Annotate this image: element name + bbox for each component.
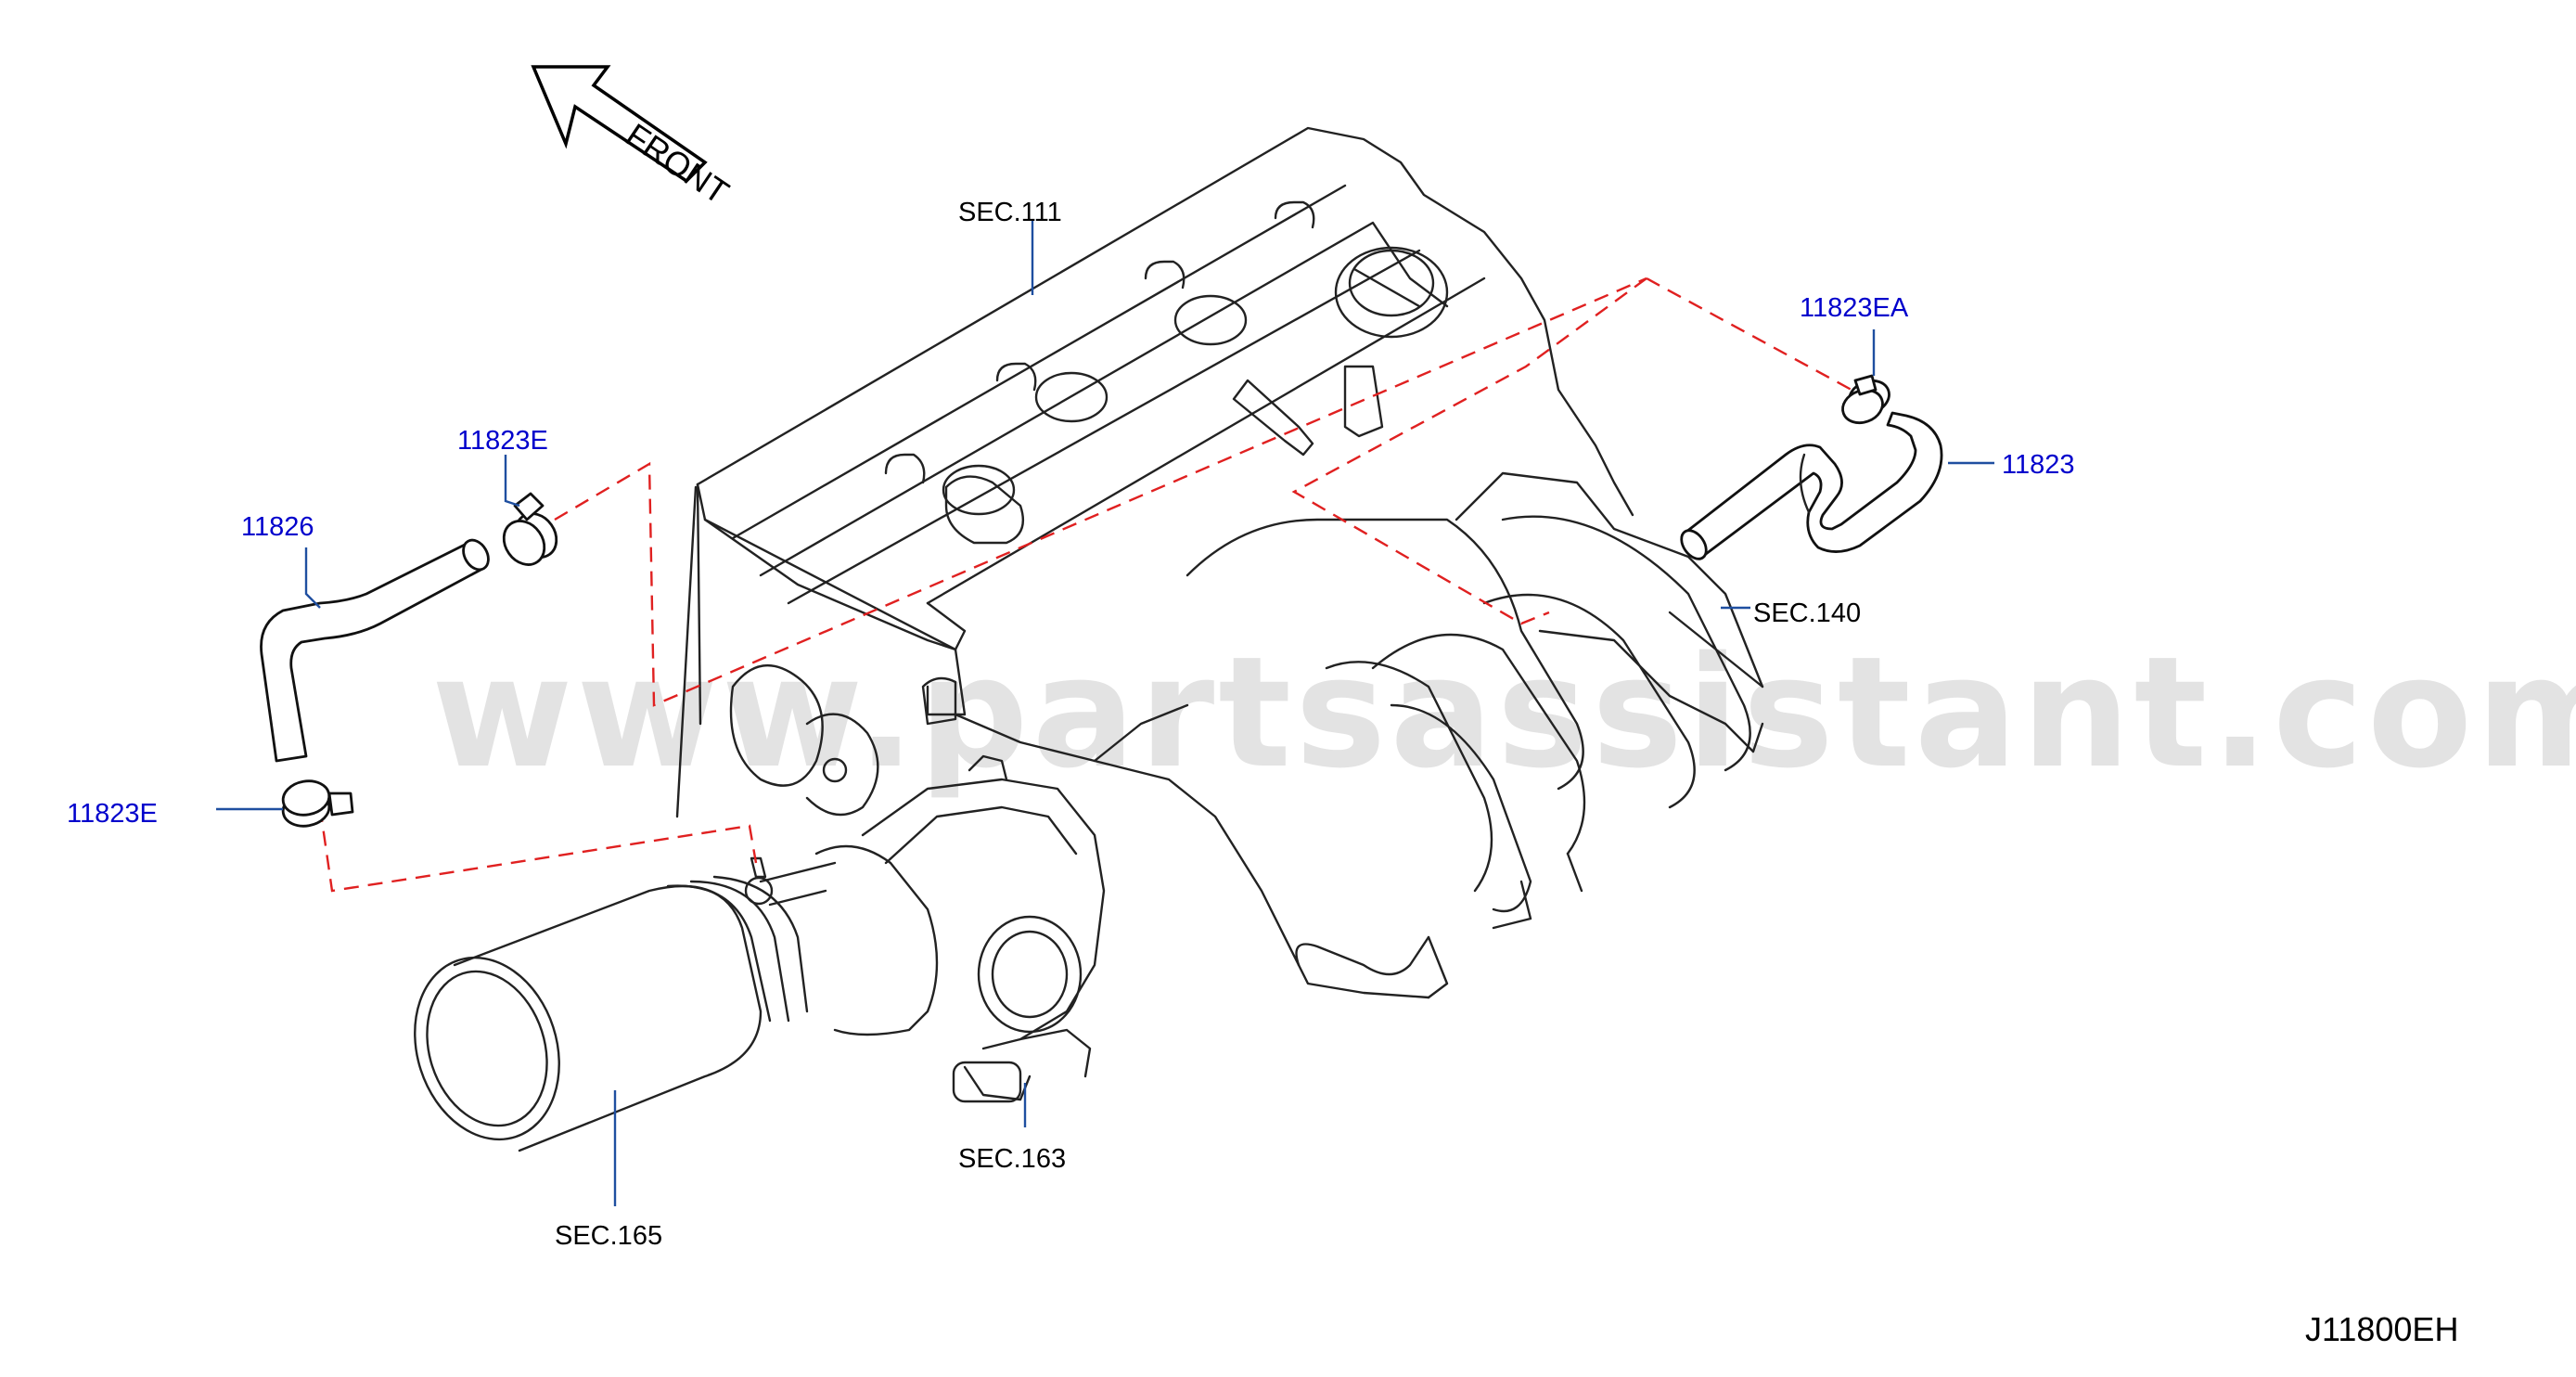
diagram-code: J11800EH — [2305, 1310, 2458, 1348]
part-label-11826[interactable]: 11826 — [241, 512, 314, 542]
front-arrow-icon — [531, 65, 708, 184]
front-label: FRONT — [620, 116, 737, 212]
section-ref-140[interactable]: SEC.140 — [1753, 598, 1861, 628]
clamp-11823e-lower — [281, 779, 354, 828]
watermark-text: www.partsassistant.com — [431, 624, 2576, 802]
section-ref-165[interactable]: SEC.165 — [555, 1221, 662, 1251]
dashed-connection-lines — [318, 277, 1861, 893]
clamp-11823ea — [1841, 374, 1890, 425]
engine-assembly — [414, 126, 1764, 1152]
part-label-11823e-lower[interactable]: 11823E — [67, 799, 158, 829]
clamp-11823e-upper — [502, 492, 558, 566]
part-label-11823e-upper[interactable]: 11823E — [457, 426, 548, 456]
part-label-11823ea[interactable]: 11823EA — [1800, 293, 1909, 323]
section-ref-111[interactable]: SEC.111 — [958, 198, 1062, 227]
hose-11823 — [1680, 411, 1943, 560]
leader-lines — [216, 221, 1994, 1206]
hose-11826 — [260, 538, 490, 763]
section-ref-163[interactable]: SEC.163 — [958, 1144, 1066, 1174]
part-label-11823[interactable]: 11823 — [2002, 450, 2075, 480]
